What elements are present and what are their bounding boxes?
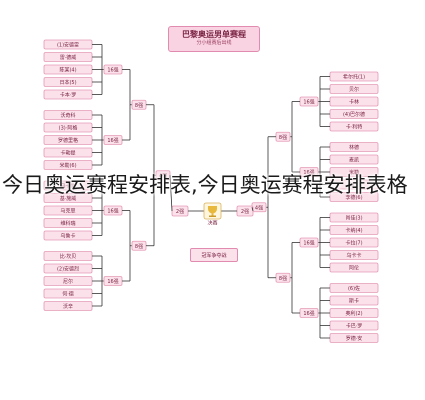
right-team-19-label: 罗德·安 [346, 335, 363, 342]
center-badge: 决赛 [207, 220, 217, 227]
left-team-14-label: 乌鲁卡 [60, 233, 75, 240]
right-sf-node-label: 4强 [255, 205, 263, 211]
left-team-6-label: (3)·阿格 [59, 125, 78, 132]
right-team-14-label: 阿伦 [349, 265, 359, 272]
left-team-11-label: 基·施威 [60, 195, 77, 202]
right-r16-node-2-label: 16强 [303, 241, 314, 247]
left-team-18-label: 何·德 [62, 291, 74, 298]
bracket-title: 巴黎奥运男单赛程 [182, 30, 246, 39]
right-team-17-label: 奥利(2) [345, 310, 362, 317]
trophy-base [209, 215, 216, 217]
right-team-12-label: 卡拉(7) [345, 240, 362, 247]
left-qf-node-1-label: 8强 [135, 244, 143, 250]
left-team-5-label: 沃奇科 [60, 112, 75, 119]
trophy-stem [211, 212, 214, 216]
right-final-link [251, 207, 254, 212]
right-team-13-label: 乌卡卡 [346, 252, 361, 259]
right-qf-node-0-label: 8强 [279, 135, 287, 141]
left-team-2-label: 陈某(4) [59, 67, 76, 74]
right-team-1-label: 贝尔 [349, 86, 359, 93]
right-team-10-label: 肖佳(3) [345, 215, 362, 222]
overlay-caption: 今日奥运赛程安排表,今日奥运赛程安排表格 [2, 173, 408, 197]
left-team-15-label: 比·坎贝 [60, 253, 77, 260]
left-team-1-label: 雷·德威 [60, 54, 77, 61]
left-final-node-label: 2强 [176, 209, 184, 215]
bracket-title-banner: 巴黎奥运男单赛程 分小组赛后出线 [168, 26, 260, 52]
right-team-9-label: 李德(6) [345, 194, 362, 201]
left-r16-node-2-label: 16强 [107, 209, 118, 215]
left-team-17-label: 尼尔 [63, 278, 73, 285]
bracket-subtitle: 分小组赛后出线 [196, 40, 232, 46]
left-team-3-label: 日本(5) [59, 79, 76, 86]
right-team-3-label: (4)巴尔德 [343, 111, 365, 118]
left-r16-node-0-label: 16强 [107, 68, 118, 74]
right-team-6-label: 麦凯 [349, 157, 359, 164]
left-qf-node-0-label: 8强 [135, 103, 143, 109]
left-sf-node-label: 4强 [159, 173, 167, 179]
left-team-19-label: 沃辛 [63, 303, 73, 310]
trophy-icon [208, 206, 217, 214]
right-team-18-label: 卡巴·罗 [346, 323, 363, 330]
right-r16-node-0-label: 16强 [303, 100, 314, 106]
left-team-16-label: (2)安德烈 [57, 266, 79, 273]
right-team-5-label: 林德 [349, 144, 359, 151]
left-team-4-label: 卡本·罗 [60, 92, 77, 99]
left-r16-node-1-label: 16强 [107, 138, 118, 144]
right-team-2-label: 卡林 [349, 99, 359, 106]
left-team-9-label: 米勒(6) [59, 162, 76, 169]
left-team-7-label: 罗德里格 [58, 137, 78, 144]
left-team-0-label: (1)安德雷 [57, 42, 79, 49]
left-team-12-label: 马克思 [60, 208, 75, 215]
right-r16-node-1-label: 16强 [303, 170, 314, 176]
right-final-node-label: 2强 [241, 209, 249, 215]
right-team-0-label: 希尔托(1) [343, 74, 365, 81]
right-r16-node-3-label: 16强 [303, 311, 314, 317]
right-team-15-label: (6)佐 [348, 285, 360, 292]
right-team-8-label: 谢(5) [348, 182, 360, 189]
right-team-7-label: 米勒 [349, 169, 359, 176]
right-qf-node-1-label: 8强 [279, 276, 287, 282]
left-r16-node-3-label: 16强 [107, 279, 118, 285]
left-team-8-label: 卡勒提 [60, 150, 75, 157]
left-team-10-label: 乌卡鲁 [60, 183, 75, 190]
left-final-link [169, 175, 173, 212]
right-team-4-label: 卡·利特 [346, 124, 363, 131]
right-team-16-label: 斯卡 [349, 298, 359, 305]
left-team-13-label: 维科瑞 [60, 220, 75, 227]
final-label-box: 冠军争夺战 [190, 248, 238, 262]
right-team-11-label: 卡纳(4) [345, 227, 362, 234]
